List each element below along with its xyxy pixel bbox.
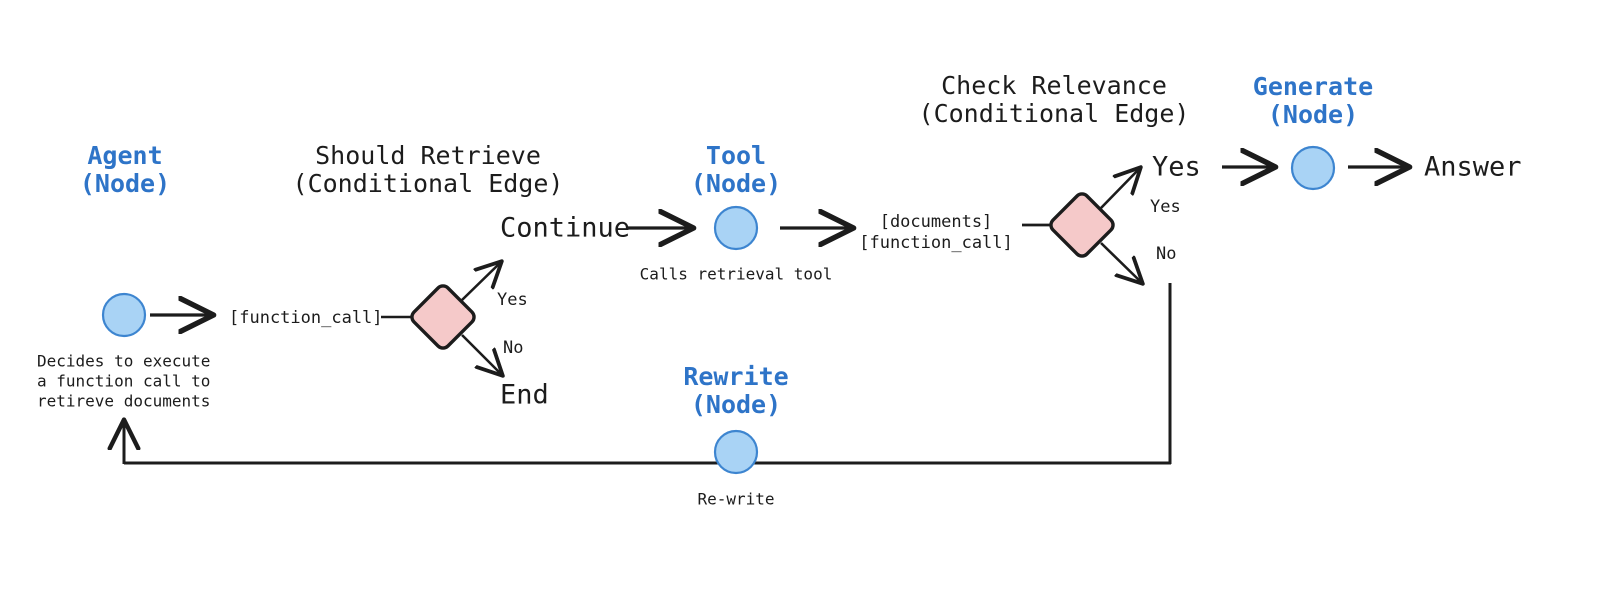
label-answer: Answer <box>1424 152 1522 183</box>
caption-agent-line3: retireve documents <box>37 392 210 411</box>
heading-check-relevance-line2: (Conditional Edge) <box>919 99 1190 128</box>
decision-check-relevance[interactable] <box>1048 191 1116 259</box>
node-agent-circle[interactable] <box>101 292 147 338</box>
label-documents: [documents] <box>880 212 993 232</box>
heading-should-retrieve-line1: Should Retrieve <box>315 141 541 170</box>
heading-check-relevance-line1: Check Relevance <box>941 71 1167 100</box>
label-continue: Continue <box>500 213 630 244</box>
label-relevance-yes-big: Yes <box>1152 152 1201 183</box>
heading-agent-line2: (Node) <box>80 169 170 198</box>
heading-generate-line1: Generate <box>1253 72 1373 101</box>
caption-tool: Calls retrieval tool <box>640 265 833 284</box>
label-relevance-no-small: No <box>1156 244 1176 264</box>
caption-rewrite: Re-write <box>697 490 774 509</box>
node-generate-circle[interactable] <box>1290 145 1336 191</box>
decision-should-retrieve-shape <box>410 284 476 350</box>
heading-should-retrieve-line2: (Conditional Edge) <box>293 169 564 198</box>
caption-agent-line1: Decides to execute <box>37 352 210 371</box>
label-should-retrieve-yes: Yes <box>497 290 528 310</box>
edge-should-retrieve-no <box>461 334 502 375</box>
heading-agent-line1: Agent <box>87 141 162 170</box>
edge-relevance-no <box>1100 242 1142 283</box>
heading-generate-line2: (Node) <box>1268 100 1358 129</box>
heading-rewrite-line1: Rewrite <box>683 362 788 391</box>
heading-tool-line1: Tool <box>706 141 766 170</box>
node-rewrite-circle[interactable] <box>713 429 759 475</box>
heading-rewrite-line2: (Node) <box>691 390 781 419</box>
edge-relevance-yes <box>1100 168 1140 209</box>
heading-tool-line2: (Node) <box>691 169 781 198</box>
label-should-retrieve-no: No <box>503 338 523 358</box>
label-relevance-yes-small: Yes <box>1150 197 1181 217</box>
decision-check-relevance-shape <box>1049 192 1115 258</box>
edge-should-retrieve-yes <box>461 262 501 301</box>
label-end: End <box>500 380 549 411</box>
caption-agent-line2: a function call to <box>37 372 210 391</box>
decision-should-retrieve[interactable] <box>409 283 477 351</box>
node-tool-circle[interactable] <box>713 205 759 251</box>
label-function-call-tool: [function_call] <box>859 233 1013 253</box>
label-function-call-agent: [function_call] <box>229 308 383 328</box>
